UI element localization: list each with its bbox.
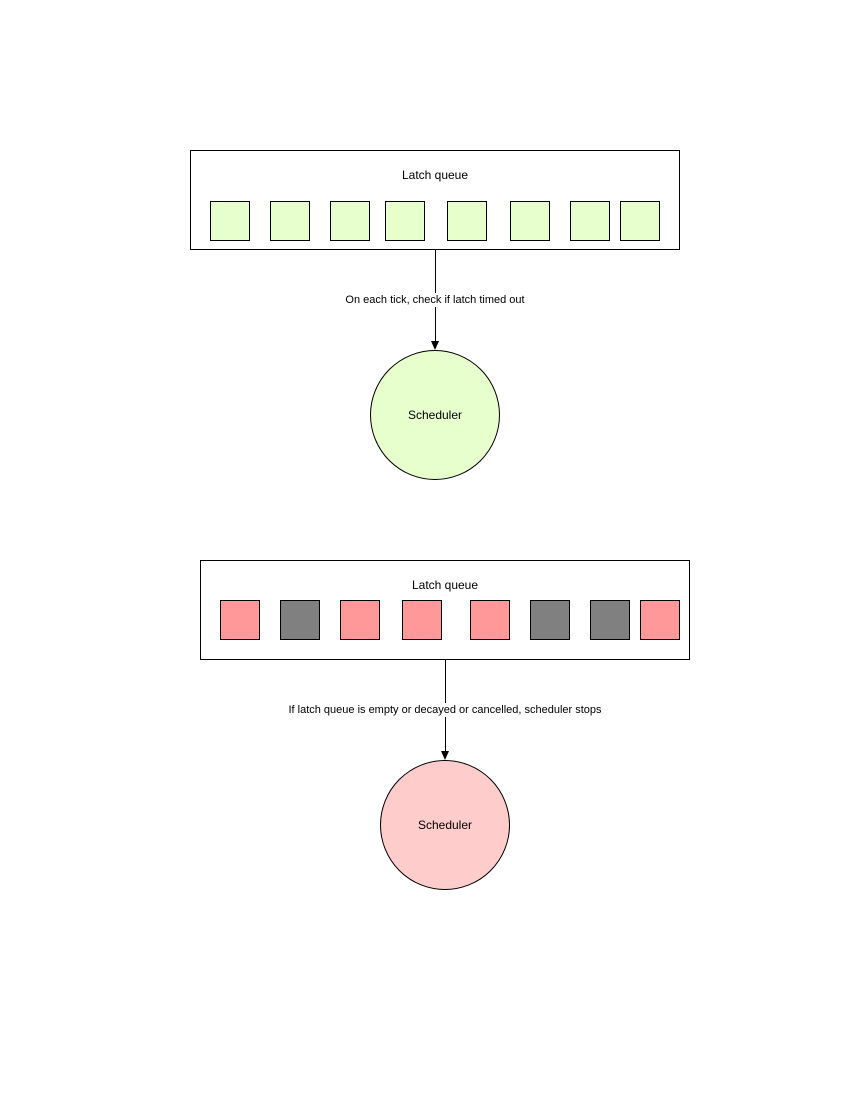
- stop-arrow-head: [441, 751, 449, 760]
- scheduler-node-active: Scheduler: [370, 350, 500, 480]
- latch-item: [280, 600, 320, 640]
- latch-item: [402, 600, 442, 640]
- scheduler-node-stopped: Scheduler: [380, 760, 510, 890]
- latch-item: [570, 201, 610, 241]
- latch-item: [640, 600, 680, 640]
- latch-queue-box-active: Latch queue: [190, 150, 680, 250]
- stop-edge-label: If latch queue is empty or decayed or ca…: [288, 703, 602, 717]
- latch-queue-box-stopped: Latch queue: [200, 560, 690, 660]
- latch-item: [510, 201, 550, 241]
- latch-item: [270, 201, 310, 241]
- latch-item: [220, 600, 260, 640]
- latch-queue-label: Latch queue: [401, 168, 469, 182]
- latch-item: [340, 600, 380, 640]
- latch-item: [210, 201, 250, 241]
- latch-item: [330, 201, 370, 241]
- latch-item: [590, 600, 630, 640]
- latch-item: [447, 201, 487, 241]
- tick-edge-label: On each tick, check if latch timed out: [345, 293, 525, 307]
- latch-item: [530, 600, 570, 640]
- latch-item: [620, 201, 660, 241]
- latch-queue-label: Latch queue: [411, 578, 479, 592]
- latch-item: [385, 201, 425, 241]
- tick-arrow-head: [431, 341, 439, 350]
- latch-item: [470, 600, 510, 640]
